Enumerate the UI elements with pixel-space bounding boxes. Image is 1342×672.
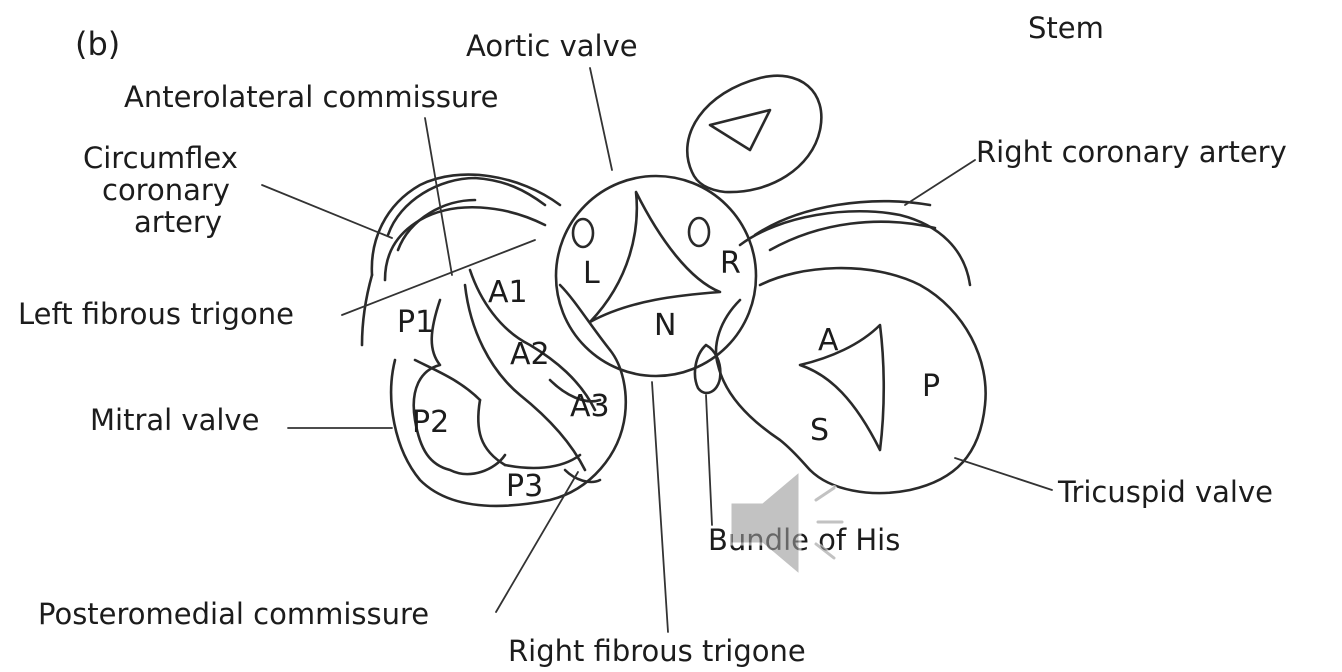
pulmonary-stem [687, 76, 821, 192]
posteromedial-commissure-label: Posteromedial commissure [38, 597, 429, 631]
left-fibrous-trigone-label: Left fibrous trigone [18, 297, 294, 331]
right-coronary-artery-vessel [755, 201, 935, 250]
right-coronary-artery-label: Right coronary artery [976, 135, 1287, 169]
mitral-leaflet-p2: P2 [412, 405, 449, 440]
mitral-leaflet-a1: A1 [488, 275, 528, 310]
aortic-cusp-non-coronary: N [654, 308, 676, 343]
mitral-leaflet-p1: P1 [397, 305, 434, 340]
anterolateral-commissure-label: Anterolateral commissure [124, 80, 498, 114]
tricuspid-valve-label: Tricuspid valve [1057, 475, 1273, 509]
mitral-valve-label: Mitral valve [90, 403, 259, 437]
speaker-icon[interactable] [722, 462, 850, 584]
stem-label: Stem [1028, 11, 1104, 45]
circumflex-label-line2: coronary [102, 173, 230, 207]
mitral-leaflet-p3: P3 [506, 469, 543, 504]
tricuspid-leaflet-anterior: A [818, 323, 839, 358]
panel-label: (b) [75, 25, 120, 63]
right-fibrous-trigone-label: Right fibrous trigone [508, 634, 806, 668]
circumflex-label-line1: Circumflex [83, 141, 238, 175]
aortic-cusp-left: L [583, 256, 600, 291]
tricuspid-leaflet-septal: S [810, 413, 829, 448]
mitral-leaflet-a3: A3 [570, 389, 610, 424]
mitral-leaflet-a2: A2 [510, 337, 550, 372]
circumflex-label-line3: artery [134, 205, 222, 239]
tricuspid-leaflet-posterior: P [922, 369, 940, 404]
tricuspid-valve-outline [716, 211, 986, 493]
leader-lines [262, 68, 1052, 632]
aortic-valve-label: Aortic valve [466, 29, 638, 63]
aortic-cusp-right: R [720, 246, 741, 281]
